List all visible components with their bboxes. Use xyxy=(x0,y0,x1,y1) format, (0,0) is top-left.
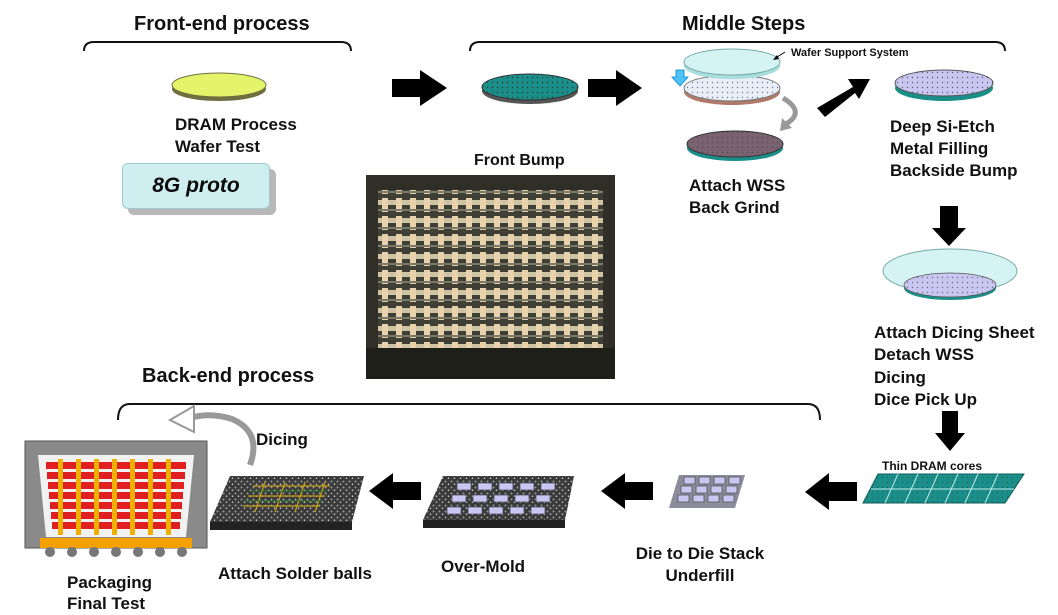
attach-solder-balls-label: Attach Solder balls xyxy=(218,564,372,583)
backside-bump-label: Backside Bump xyxy=(890,161,1018,180)
thin-dram-cores-label: Thin DRAM cores xyxy=(882,459,983,473)
back-end-process-header: Back-end process xyxy=(142,365,315,387)
middle-steps-bracket xyxy=(469,41,1006,52)
deep-si-etch-label: Deep Si-Etch xyxy=(890,117,995,136)
arrow-right-icon xyxy=(588,70,642,106)
dram-wafer-icon xyxy=(171,72,267,101)
arrow-diagonal-icon xyxy=(817,79,870,117)
wafer-test-label: Wafer Test xyxy=(175,137,261,156)
packaging-label: Packaging xyxy=(67,573,153,592)
down-arrow-icon xyxy=(671,69,689,87)
die-to-die-stack-label: Die to Die Stack xyxy=(635,544,765,563)
curved-arrow-icon xyxy=(167,404,257,467)
metal-filling-label: Metal Filling xyxy=(890,139,989,158)
wafer-support-system-icon xyxy=(683,48,786,105)
arrow-left-icon xyxy=(805,473,857,510)
arrow-left-icon xyxy=(601,473,653,509)
front-bump-label: Front Bump xyxy=(474,152,565,169)
over-mold-icon xyxy=(423,476,574,528)
arrow-left-icon xyxy=(369,473,421,509)
thin-dram-cores-icon xyxy=(862,473,1025,504)
detach-wss-label: Detach WSS xyxy=(874,345,975,364)
attach-dicing-sheet-label: Attach Dicing Sheet xyxy=(874,323,1035,342)
front-bump-wafer-icon xyxy=(481,73,579,104)
dram-process-label: DRAM Process xyxy=(175,115,297,134)
die-stack-icon xyxy=(669,475,745,508)
curved-arrow-icon xyxy=(780,95,798,131)
final-test-label: Final Test xyxy=(67,594,146,613)
wafer-support-system-label: Wafer Support System xyxy=(791,47,909,59)
dicing-sheet-icon xyxy=(882,248,1018,300)
8g-proto-badge: 8G proto xyxy=(122,163,270,209)
back-end-bracket xyxy=(117,403,821,421)
front-end-process-header: Front-end process xyxy=(134,13,310,35)
attach-wss-label: Attach WSS xyxy=(689,176,786,195)
over-mold-label: Over-Mold xyxy=(441,557,526,576)
back-grind-wafer-icon xyxy=(686,130,784,161)
dicing-back-label: Dicing xyxy=(256,430,308,449)
dicing-step-label: Dicing xyxy=(874,368,926,387)
deep-si-etch-wafer-icon xyxy=(894,69,994,101)
middle-steps-header: Middle Steps xyxy=(682,13,806,35)
arrow-down-icon xyxy=(935,411,965,451)
solder-ball-panel-icon xyxy=(210,476,364,530)
arrow-right-icon xyxy=(392,70,447,106)
arrow-down-icon xyxy=(932,206,966,246)
dice-pick-up-label: Dice Pick Up xyxy=(874,390,977,409)
front-bump-micrograph xyxy=(366,175,615,379)
front-end-bracket xyxy=(83,41,352,52)
package-icon xyxy=(24,440,208,557)
back-grind-label: Back Grind xyxy=(689,198,780,217)
underfill-label: Underfill xyxy=(665,566,735,585)
